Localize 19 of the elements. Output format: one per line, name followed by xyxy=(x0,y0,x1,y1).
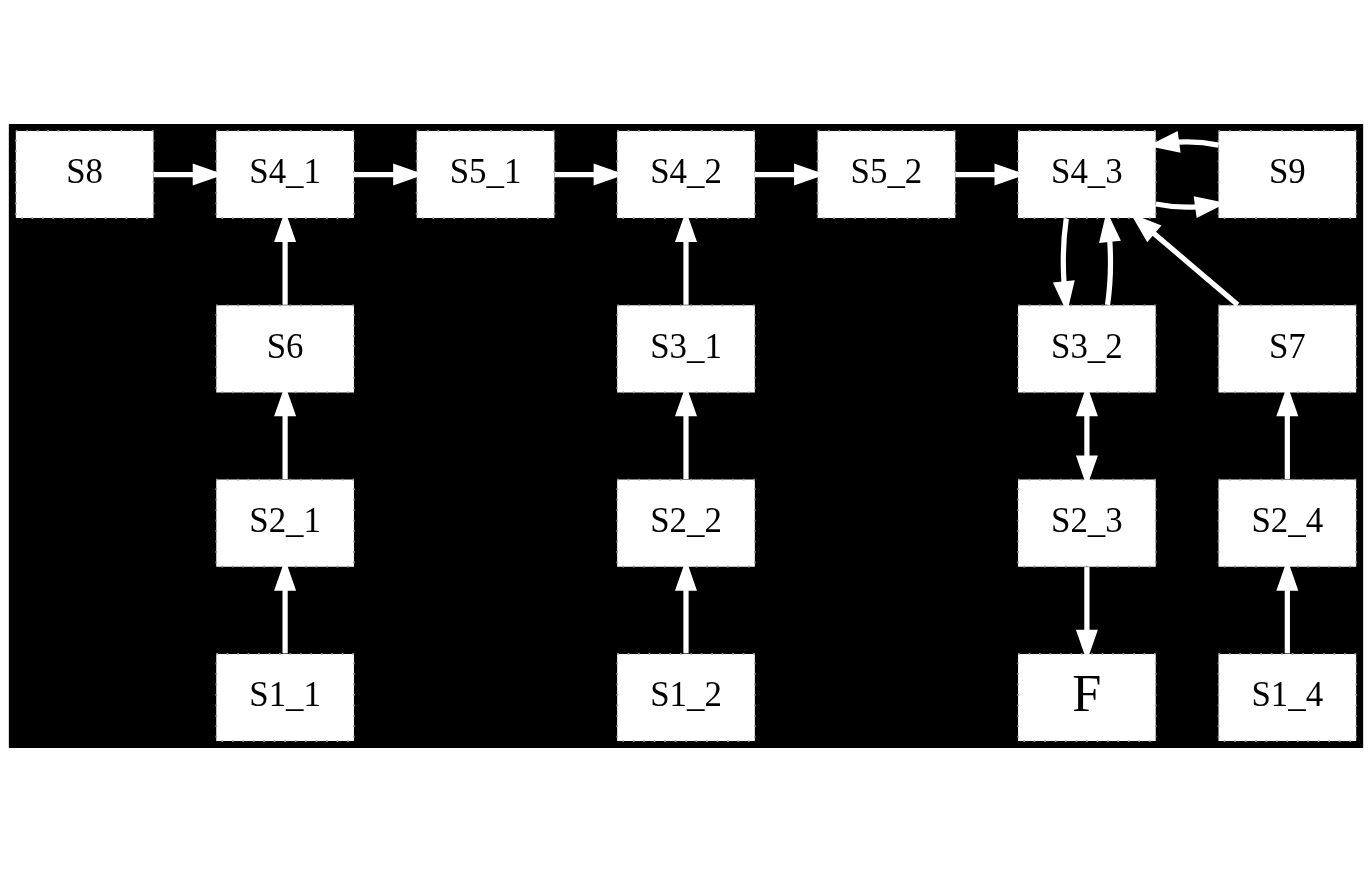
node-box: S4_2 xyxy=(616,130,756,219)
node-box: S5_1 xyxy=(415,130,556,219)
node-box: S1_1 xyxy=(215,653,355,742)
node-box: S4_1 xyxy=(215,130,355,219)
node-box: S3_1 xyxy=(616,304,756,394)
node-box: S1_2 xyxy=(616,653,756,742)
node-box: S9 xyxy=(1217,130,1358,219)
node-box: S6 xyxy=(215,304,355,394)
node-box: S3_2 xyxy=(1017,304,1157,394)
node-box: S1_4 xyxy=(1217,653,1358,742)
node-box: S2_3 xyxy=(1017,478,1157,568)
node-box: S7 xyxy=(1217,304,1358,394)
node-box: S2_1 xyxy=(215,478,355,568)
node-box: S2_4 xyxy=(1217,478,1358,568)
node-box: S8 xyxy=(14,130,155,219)
node-box: S4_3 xyxy=(1017,130,1157,219)
node-box: F xyxy=(1017,653,1157,742)
node-box: S2_2 xyxy=(616,478,756,568)
node-box: S5_2 xyxy=(816,130,957,219)
